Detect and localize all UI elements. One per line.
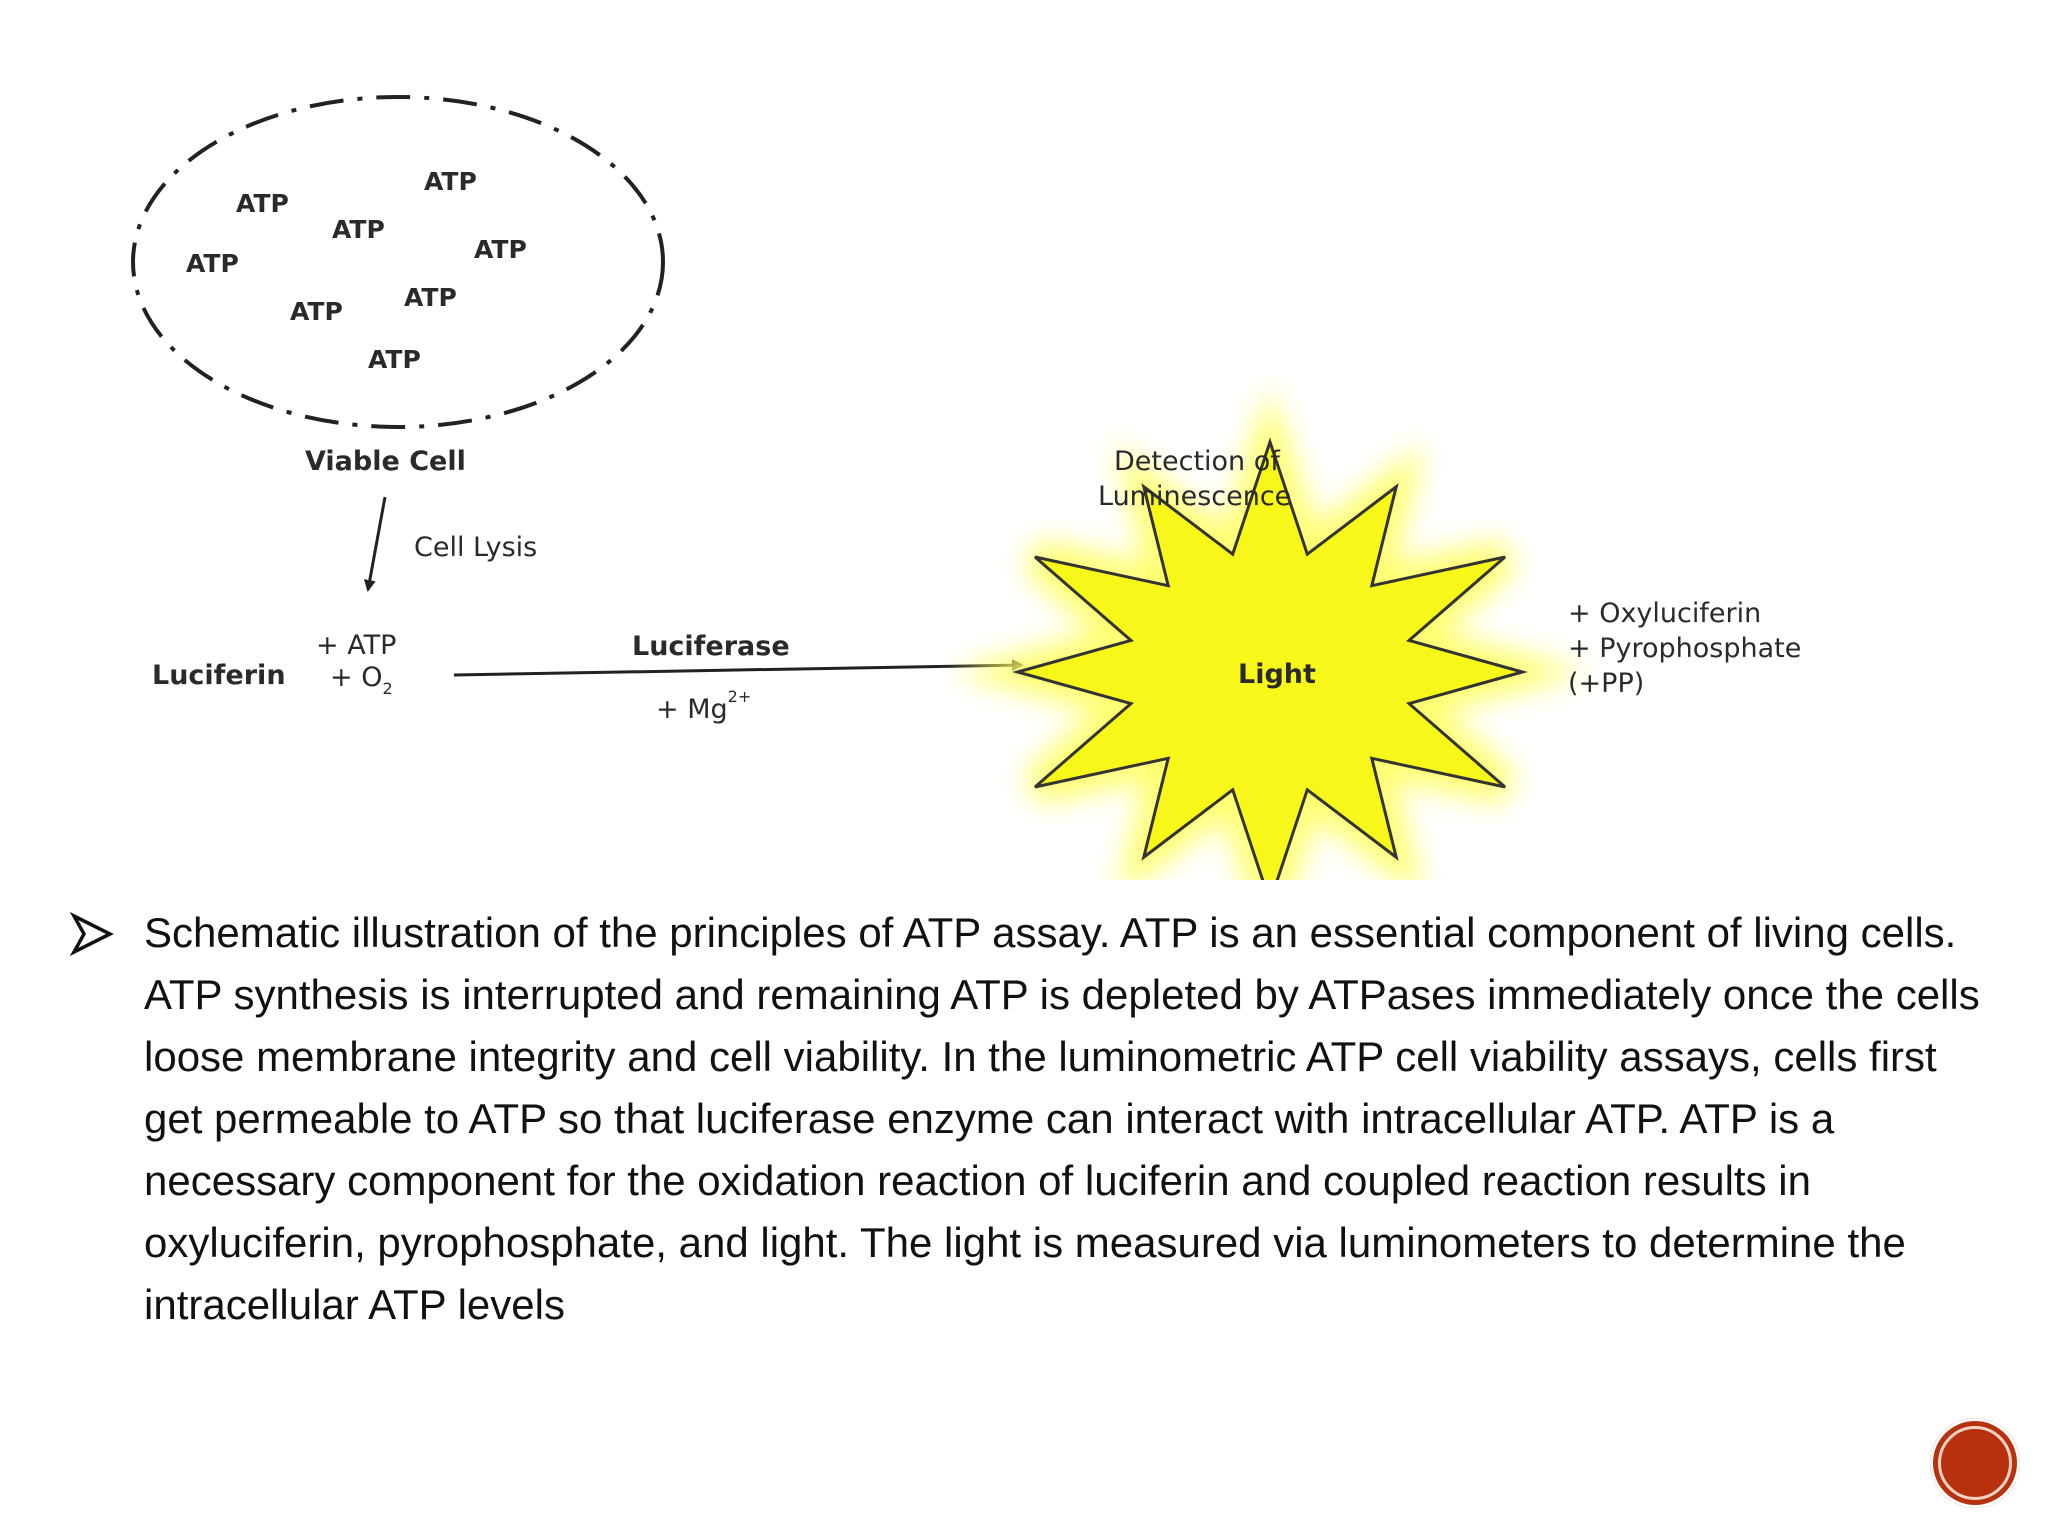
light-burst [954,388,1586,880]
atp-molecule: ATP [290,297,343,326]
plus-o2-label: + O2 [330,662,393,698]
lysis-arrow [363,496,387,592]
detection-label-line2: Luminescence [1098,481,1291,512]
cell-lysis-label: Cell Lysis [414,532,537,563]
caption-text: Schematic illustration of the principles… [144,909,1980,1328]
detection-label-line1: Detection of [1114,446,1281,477]
atp-molecule: ATP [332,215,385,244]
atp-molecule: ATP [236,189,289,218]
viable-cell-label: Viable Cell [305,446,466,477]
atp-assay-diagram: ATP ATP ATP ATP ATP ATP ATP ATP Viable C… [131,95,1801,880]
luciferase-label: Luciferase [632,631,790,662]
atp-molecule: ATP [474,235,527,264]
light-label: Light [1238,659,1316,690]
reaction-arrow [453,659,1024,677]
atp-molecule: ATP [424,167,477,196]
viable-cell-membrane [131,95,665,429]
caption-block: Schematic illustration of the principles… [69,902,2000,1336]
page-badge-icon [1930,1418,2020,1508]
light-star-icon [1012,437,1528,880]
product-pyrophosphate: + Pyrophosphate [1568,633,1801,664]
mg-cofactor-label: + Mg2+ [656,687,751,725]
atp-molecule: ATP [186,249,239,278]
product-pp: (+PP) [1568,668,1644,699]
arrow-bullet-icon [69,902,144,961]
product-oxyluciferin: + Oxyluciferin [1568,598,1761,629]
luciferin-label: Luciferin [152,660,286,691]
plus-atp-label: + ATP [316,630,396,661]
atp-molecule: ATP [368,345,421,374]
atp-molecules: ATP ATP ATP ATP ATP ATP ATP ATP [186,167,527,374]
atp-molecule: ATP [404,283,457,312]
